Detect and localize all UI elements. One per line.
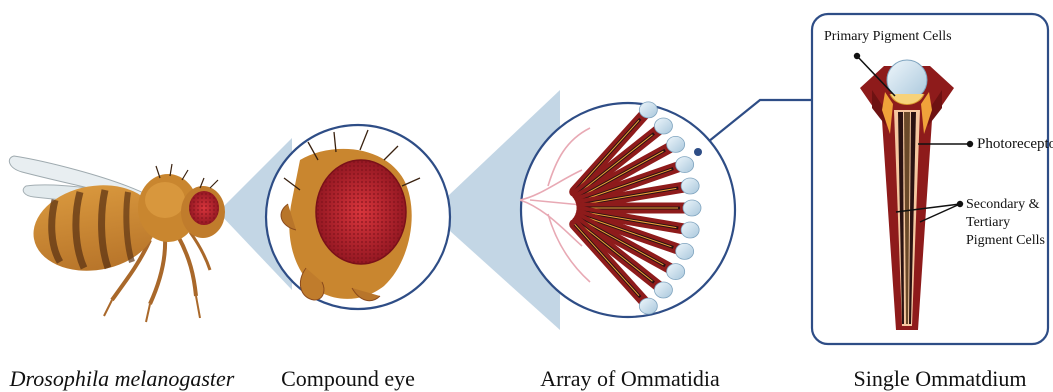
zoom-target-dot (694, 148, 702, 156)
label-secondary-line1: Secondary & (966, 196, 1039, 213)
label-primary-pigment: Primary Pigment Cells (824, 28, 952, 45)
fruit-fly-illustration (9, 156, 225, 322)
label-photoreceptors: Photoreceptors (977, 136, 1053, 153)
caption-array: Array of Ommatidia (540, 366, 720, 392)
single-ommatidium-illustration (812, 14, 1048, 344)
compound-eye-illustration (266, 125, 450, 309)
connector-array-to-single (698, 100, 812, 150)
caption-single: Single Ommatdium (854, 366, 1027, 392)
caption-fly: Drosophila melanogaster (10, 366, 235, 392)
label-secondary-line3: Pigment Cells (966, 232, 1045, 249)
ommatidia-array-illustration (520, 102, 735, 317)
caption-compound-eye: Compound eye (281, 366, 415, 392)
label-secondary-line2: Tertiary (966, 214, 1010, 231)
